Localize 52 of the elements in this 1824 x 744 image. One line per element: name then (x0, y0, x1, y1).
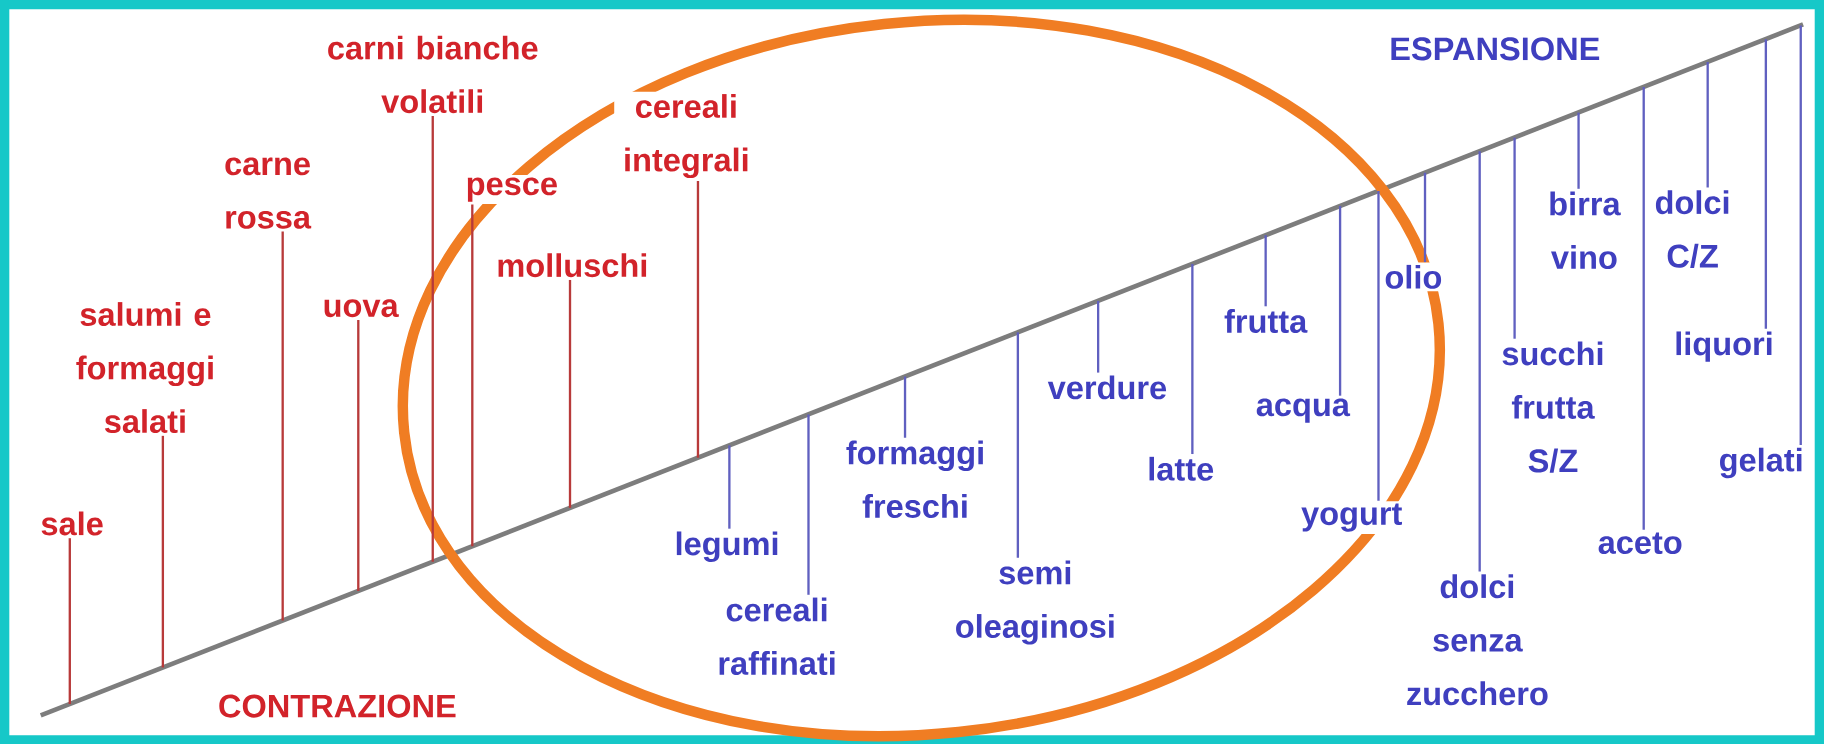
food-label: yogurt (1298, 501, 1405, 534)
leader-line (357, 319, 360, 591)
leader-line (1423, 172, 1427, 262)
food-label: acqua (1253, 395, 1353, 425)
food-label: frutta (1221, 306, 1310, 336)
food-label: succhi frutta S/Z (1492, 338, 1614, 475)
leader-line (903, 376, 907, 438)
food-label: dolci C/Z (1643, 187, 1742, 271)
leader-line (1577, 112, 1580, 189)
food-label: legumi (672, 528, 782, 565)
leader-line (1264, 234, 1267, 307)
food-label: formaggi freschi (836, 438, 995, 521)
leader-line (1096, 300, 1100, 373)
leader-line (68, 538, 71, 704)
food-label: sale (38, 508, 107, 538)
food-label: latte (1144, 454, 1217, 483)
food-label: liquori (1671, 328, 1777, 364)
axis-label: CONTRAZIONE (219, 694, 456, 718)
leader-line (1016, 332, 1020, 558)
leader-line (281, 231, 284, 621)
leader-line (1513, 137, 1516, 339)
food-label: semi oleaginosi (944, 558, 1127, 647)
food-label: molluschi (494, 250, 651, 280)
food-label: dolci senza zucchero (1398, 571, 1557, 708)
leader-line (1478, 151, 1481, 572)
leader-line (161, 435, 165, 668)
leader-line (1338, 205, 1342, 396)
food-label: salumi e formaggi salati (66, 299, 225, 436)
food-label: pesce (463, 174, 561, 204)
axis-label: ESPANSIONE (1391, 37, 1600, 61)
leader-line (1799, 25, 1802, 445)
food-label: cereali raffinati (707, 595, 847, 678)
food-label: olio (1382, 262, 1445, 291)
food-label: carne rossa (212, 154, 323, 231)
food-label: cereali integrali (614, 91, 759, 181)
leader-line (1377, 190, 1380, 501)
food-label: birra vino (1535, 189, 1634, 272)
leader-line (471, 204, 474, 547)
leader-line (568, 279, 572, 508)
leader-line (1191, 263, 1194, 454)
leader-line (807, 414, 810, 595)
food-label: aceto (1595, 529, 1686, 557)
leader-line (1764, 38, 1767, 329)
leader-line (728, 445, 731, 529)
food-label: verdure (1045, 372, 1170, 402)
leader-line (1642, 86, 1645, 530)
leader-line (1706, 61, 1709, 188)
food-label: carni bianche volatili (318, 33, 547, 116)
food-label: uova (320, 296, 401, 320)
leader-line (696, 180, 700, 458)
leader-line (431, 115, 434, 562)
food-label: gelati (1716, 445, 1807, 481)
